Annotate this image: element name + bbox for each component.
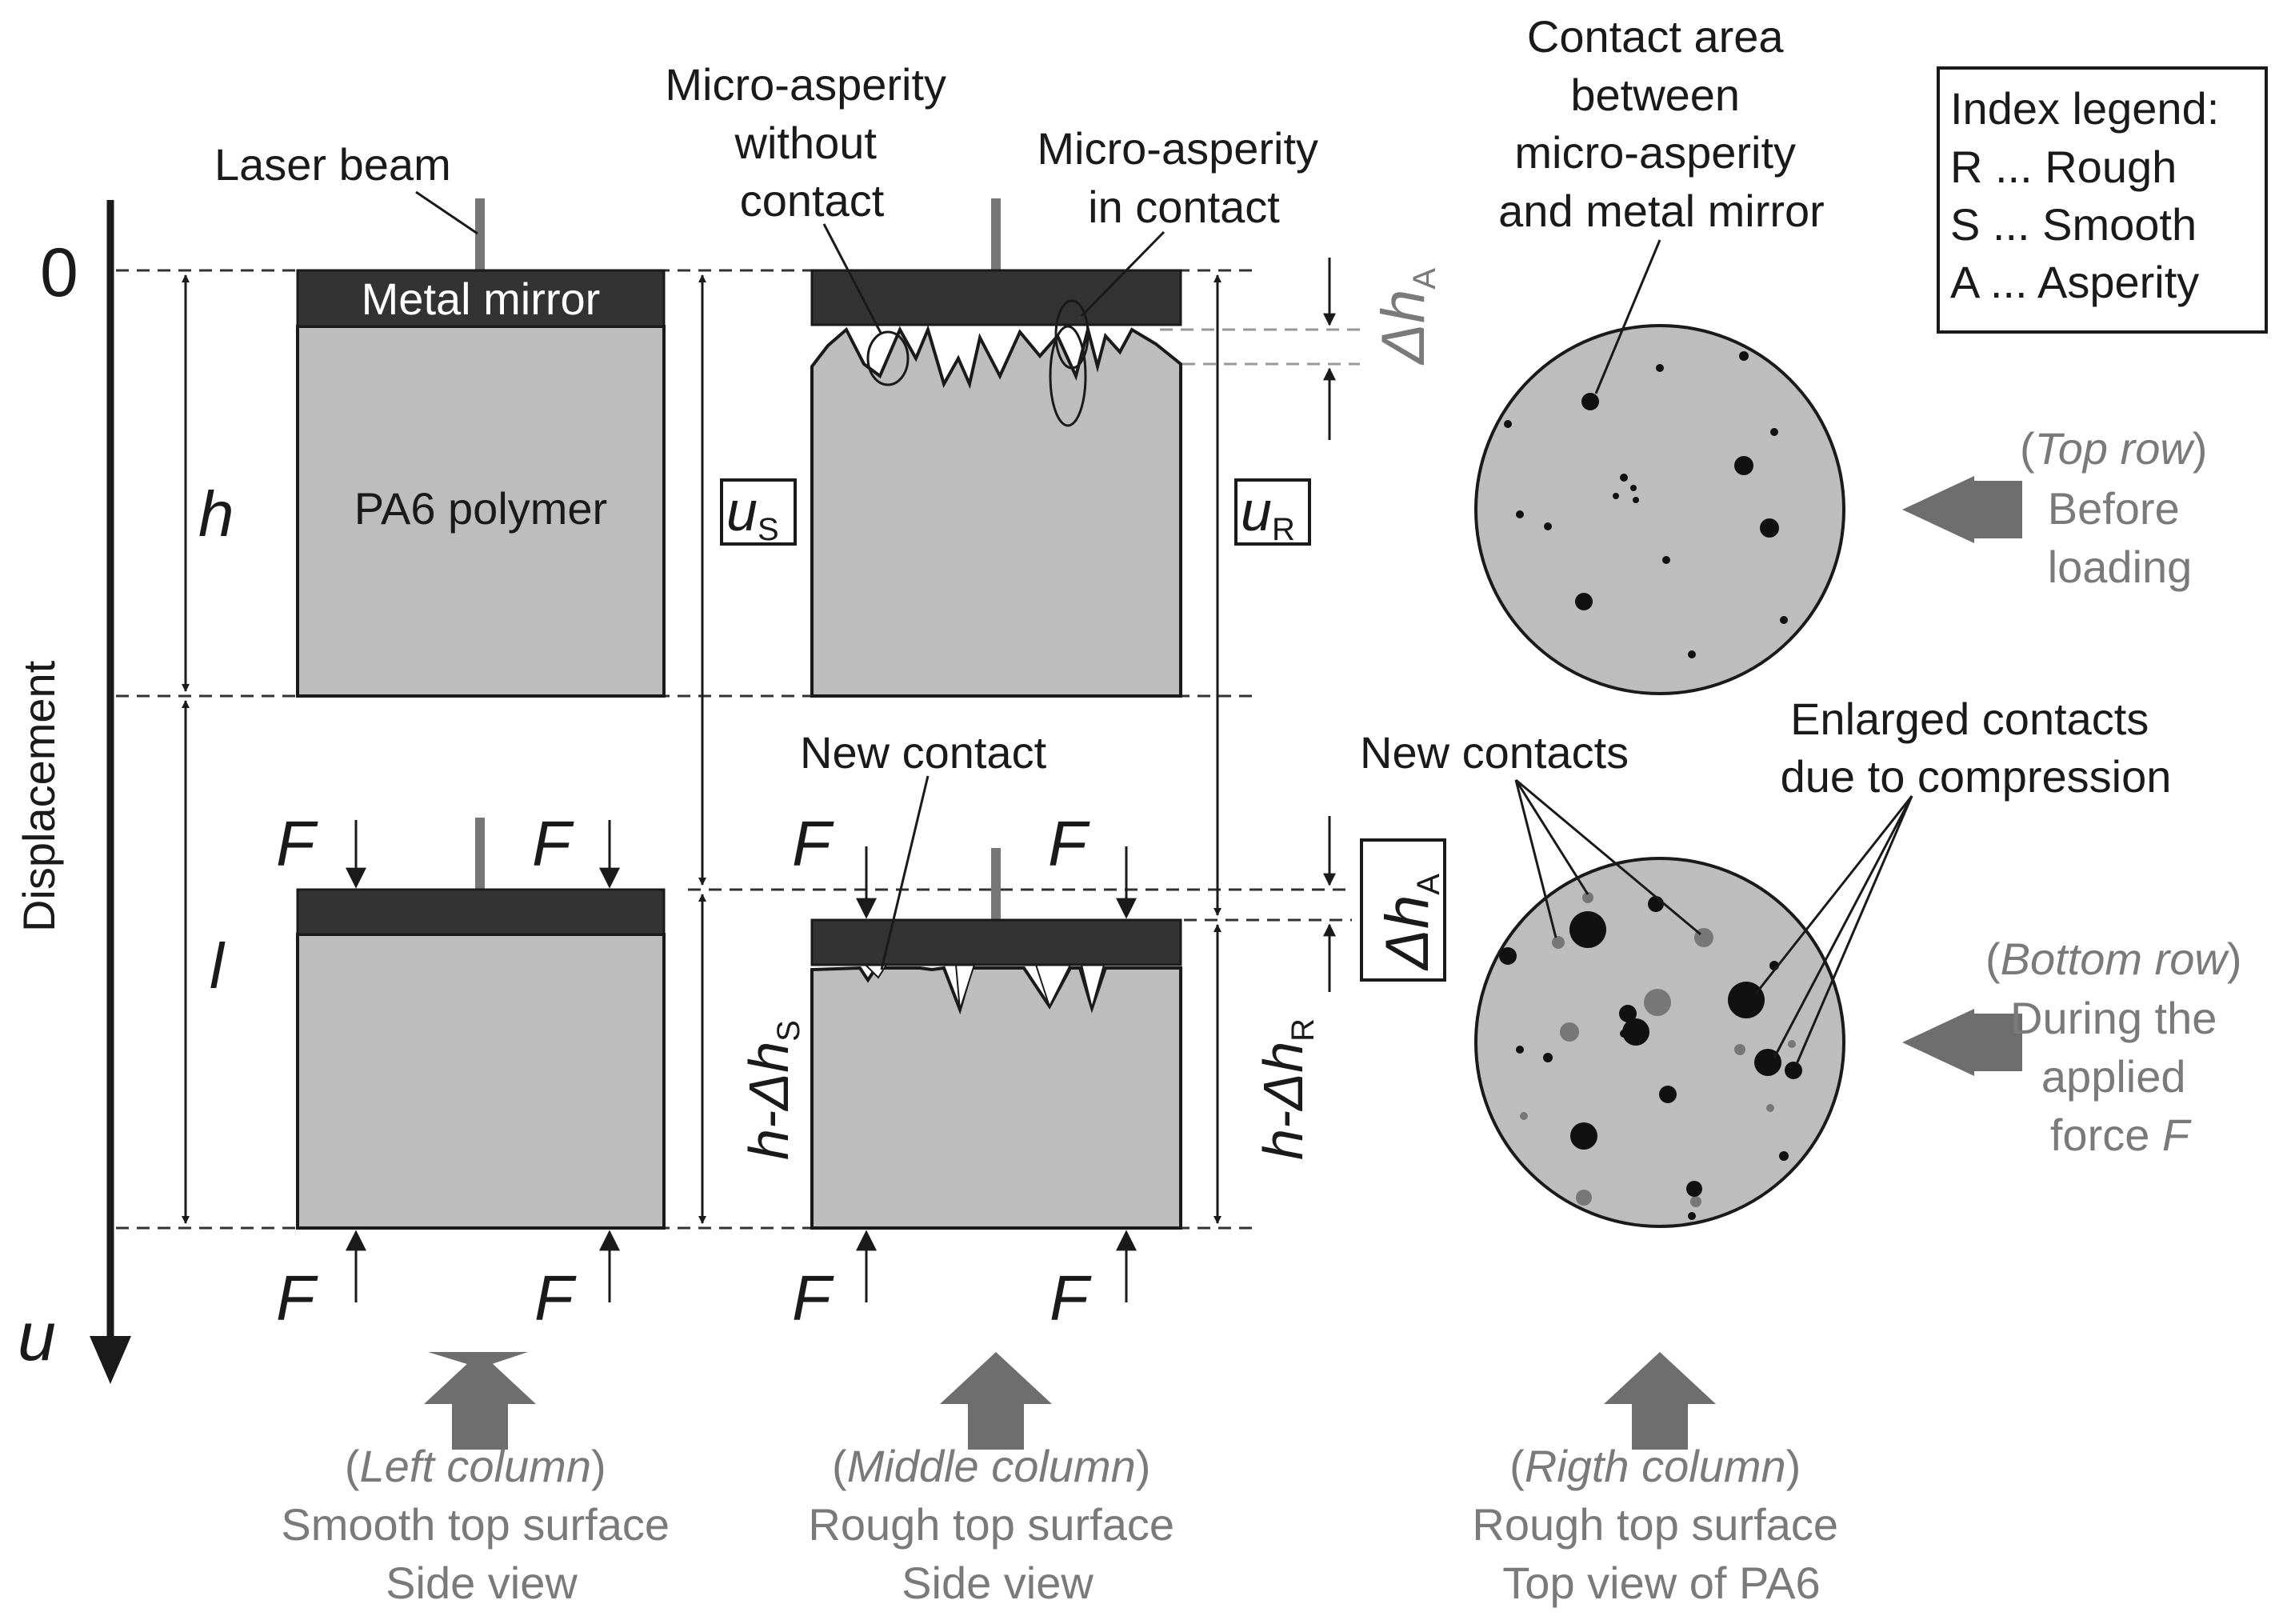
u-axis-label: u bbox=[18, 1298, 56, 1375]
index-legend-item: A ... Asperity bbox=[1950, 257, 2199, 307]
h-minus-dh-s-label: h-ΔhS bbox=[738, 1020, 806, 1160]
micro-asperity-without-contact-label: Micro-asperity without contact bbox=[665, 59, 958, 226]
new-contact-label: New contact bbox=[800, 727, 1047, 778]
force-label: F bbox=[534, 1262, 577, 1334]
delta-h-a-label: ΔhA bbox=[1369, 268, 1442, 366]
h-label: h bbox=[198, 478, 234, 550]
force-label: F bbox=[276, 1262, 318, 1334]
force-label: F bbox=[532, 808, 574, 879]
delta-h-a-label: ΔhA bbox=[1373, 874, 1446, 971]
svg-text:(Middle column) Rough to: (Middle column) Rough top surface Side v… bbox=[808, 1441, 1186, 1608]
svg-text:(Top row) Before l: (Top row) Before loading bbox=[2020, 423, 2220, 592]
h-l-dimensions: h l bbox=[182, 274, 234, 1224]
h-minus-dh-r-label: h-ΔhR bbox=[1252, 1018, 1321, 1160]
column-caption-middle: (Middle column) Rough top surface Side v… bbox=[808, 1352, 1186, 1608]
force-label: F bbox=[792, 1262, 834, 1334]
left-bottom-specimen: F F F F bbox=[276, 808, 666, 1334]
left-top-specimen: Laser beam Metal mirror PA6 polymer bbox=[214, 139, 666, 698]
force-label: F bbox=[1048, 808, 1090, 879]
index-legend-item: R ... Rough bbox=[1950, 142, 2177, 192]
new-contacts-label: New contacts bbox=[1360, 727, 1629, 778]
svg-text:(Bottom row) During the: (Bottom row) During the applied force F bbox=[1985, 934, 2254, 1160]
svg-text:(Left column) Smooth top: (Left column) Smooth top surface Side vi… bbox=[281, 1441, 682, 1608]
u-s-label: uS bbox=[726, 480, 779, 547]
top-view-during-loading bbox=[1474, 778, 1913, 1228]
metal-mirror-label: Metal mirror bbox=[362, 274, 601, 324]
index-legend-item: S ... Smooth bbox=[1950, 199, 2197, 250]
displacement-axis: 0 u Displacement bbox=[14, 200, 131, 1384]
middle-bottom-specimen: New contact F F F F bbox=[792, 727, 1182, 1334]
column-caption-right: (Rigth column) Rough top surface Top vie… bbox=[1472, 1352, 1850, 1608]
force-label: F bbox=[1050, 1262, 1092, 1334]
laser-beam-label: Laser beam bbox=[214, 139, 451, 190]
delta-h-a-top: ΔhA bbox=[1323, 258, 1442, 440]
row-caption-top: (Top row) Before loading bbox=[1902, 423, 2220, 592]
pa6-polymer-label: PA6 polymer bbox=[354, 483, 607, 534]
index-legend: Index legend: R ... Rough S ... Smooth A… bbox=[1937, 66, 2268, 334]
force-label: F bbox=[276, 808, 318, 879]
column-caption-left: (Left column) Smooth top surface Side vi… bbox=[281, 1352, 682, 1608]
force-label: F bbox=[792, 808, 834, 879]
index-legend-title: Index legend: bbox=[1950, 83, 2219, 134]
middle-dimensions: uS h-ΔhS uR h-ΔhR bbox=[698, 274, 1321, 1224]
l-label: l bbox=[210, 930, 226, 1002]
zero-label: 0 bbox=[40, 234, 78, 311]
micro-asperity-in-contact-label: Micro-asperity in contact bbox=[1037, 123, 1330, 232]
delta-h-a-bottom: ΔhA bbox=[1323, 816, 1446, 992]
displacement-label: Displacement bbox=[14, 660, 64, 932]
contact-area-label: Contact area between micro-asperity and … bbox=[1498, 11, 1825, 236]
u-r-label: uR bbox=[1241, 480, 1295, 547]
top-view-before-loading bbox=[1474, 239, 1845, 695]
enlarged-contacts-label: Enlarged contacts due to compression bbox=[1781, 694, 2172, 802]
row-caption-bottom: (Bottom row) During the applied force F bbox=[1902, 934, 2254, 1160]
svg-text:(Rigth column) Rough top: (Rigth column) Rough top surface Top vie… bbox=[1472, 1441, 1850, 1608]
rough-polymer-block bbox=[810, 323, 1182, 698]
metal-mirror bbox=[296, 269, 666, 328]
middle-top-specimen: Micro-asperity without contact Micro-asp… bbox=[665, 59, 1330, 698]
